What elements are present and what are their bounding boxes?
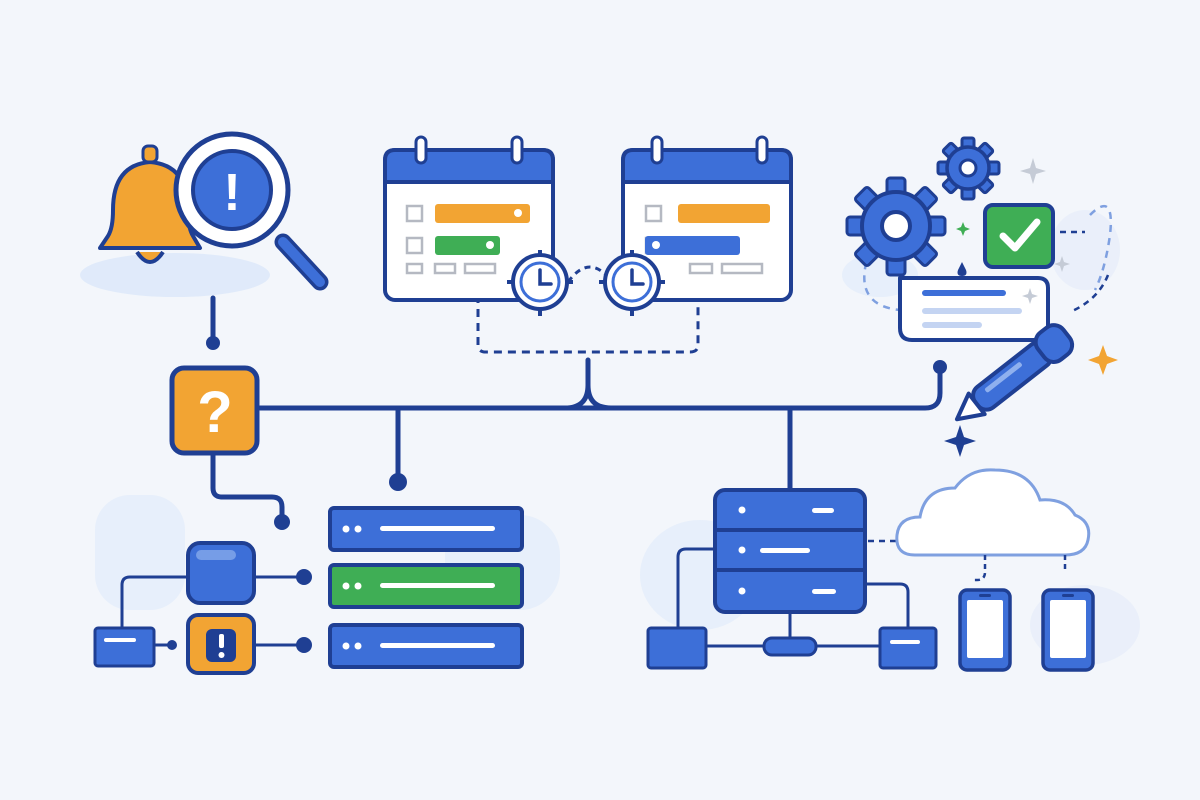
bar-icon (328, 563, 524, 609)
connector-dots (206, 336, 947, 530)
node-icon (93, 626, 156, 668)
phone-icon (1041, 588, 1095, 672)
workflow-dots (167, 569, 312, 653)
workflow-lines (120, 575, 300, 647)
pen-icon (954, 274, 1110, 422)
gear-icon (845, 176, 947, 277)
bar-icon (328, 623, 524, 669)
connector-lines (210, 295, 943, 523)
server-icon (713, 488, 867, 657)
cloud-icon (895, 468, 1091, 557)
calendar-icon (383, 135, 555, 302)
clock-icon (599, 250, 665, 316)
bar-icon (328, 506, 524, 552)
node-icon (646, 626, 708, 670)
gear-icon (936, 136, 1001, 201)
document-icon (898, 276, 1050, 342)
phone-icon (958, 588, 1012, 672)
svg-text:?: ? (197, 380, 232, 445)
magnifier-icon: ! (173, 131, 329, 291)
warning-icon (186, 613, 256, 675)
clock-icon (507, 250, 573, 316)
exclamation-icon: ! (223, 164, 240, 222)
dashed-link (972, 555, 1067, 582)
node-icon (878, 626, 938, 670)
checkmark-icon (983, 203, 1055, 269)
question-icon: ? (169, 365, 260, 456)
sparkle-icon (944, 158, 1118, 457)
dashed-orbit (863, 204, 1113, 312)
calendar-icon (621, 135, 793, 302)
node-icon (186, 541, 256, 605)
